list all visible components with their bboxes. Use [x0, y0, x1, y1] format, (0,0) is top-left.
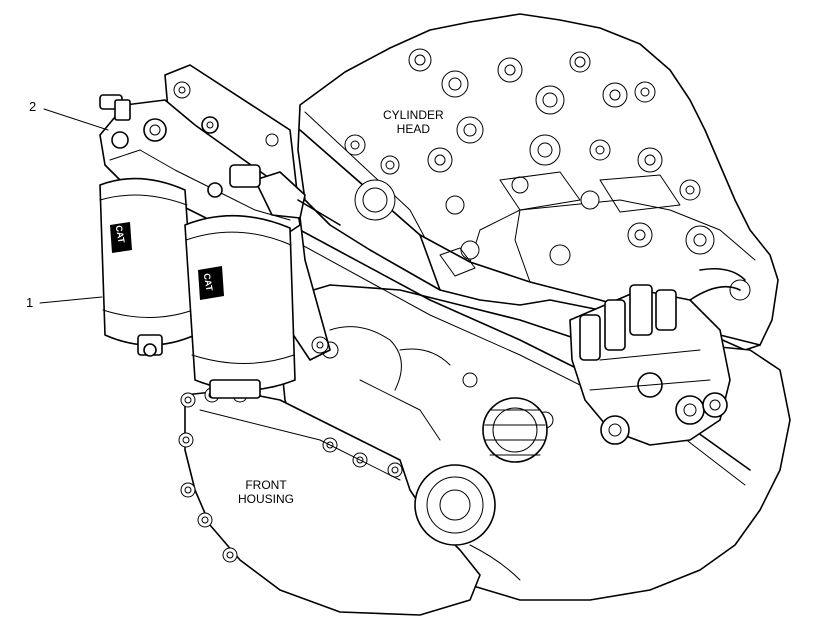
callout-1: 1 — [26, 295, 34, 310]
callout-2: 2 — [29, 99, 37, 114]
cylinder-head-label: CYLINDER HEAD — [380, 108, 447, 138]
fuel-filter-canister-right — [184, 214, 296, 399]
fuel-injection-pump — [569, 267, 746, 446]
front-housing-label-line1: FRONT — [245, 478, 287, 492]
cylinder-head — [297, 13, 779, 351]
front-housing-label: FRONT HOUSING — [235, 478, 297, 508]
leader-line-2 — [43, 108, 109, 131]
leader-lines — [39, 108, 109, 304]
fuel-filter-canister-left — [99, 177, 196, 357]
cylinder-head-label-line1: CYLINDER — [383, 108, 444, 122]
front-housing-label-line2: HOUSING — [238, 491, 295, 506]
leader-line-1 — [39, 296, 103, 304]
cylinder-head-label-line2: HEAD — [396, 121, 431, 136]
